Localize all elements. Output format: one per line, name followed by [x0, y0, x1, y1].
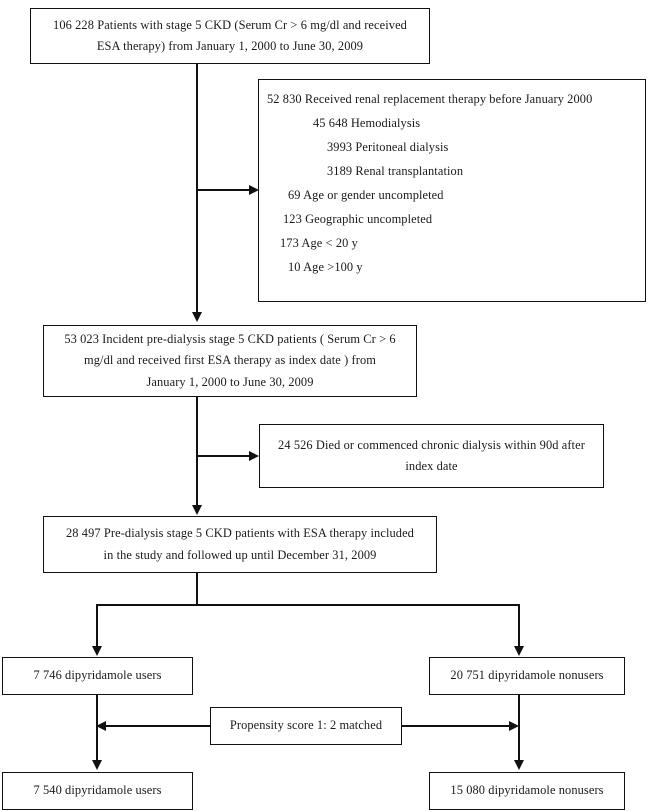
study-cohort-line-2: in the study and followed up until Decem… — [103, 547, 377, 562]
connector-matching-right — [401, 725, 513, 727]
node-study-cohort: 28 497 Pre-dialysis stage 5 CKD patients… — [43, 516, 437, 573]
incident-cohort-line-3: January 1, 2000 to June 30, 2009 — [146, 374, 314, 389]
arrowhead-to-exclusions-second — [249, 451, 259, 461]
exclusion-item: 3993 Peritoneal dialysis — [327, 139, 449, 154]
cohort-source-line-2: ESA therapy) from January 1, 2000 to Jun… — [96, 39, 364, 53]
arrowhead-matching-left — [96, 721, 106, 731]
node-matching-method: Propensity score 1: 2 matched — [210, 707, 402, 745]
node-users-matched: 7 540 dipyridamole users — [2, 772, 193, 810]
connector-to-nonusers-unmatched — [518, 604, 520, 650]
connector-trunk-middle — [196, 397, 198, 509]
exclusion-item: 69 Age or gender uncompleted — [288, 187, 444, 202]
users-matched-label: 7 540 dipyridamole users — [33, 783, 162, 798]
exclusion-item: 123 Geographic uncompleted — [283, 211, 433, 226]
connector-to-exclusions-first — [196, 189, 254, 191]
exclusion-item: 10 Age >100 y — [288, 259, 363, 274]
study-cohort-line-1: 28 497 Pre-dialysis stage 5 CKD patients… — [66, 526, 414, 541]
exclusion-item: 3189 Renal transplantation — [327, 163, 464, 178]
connector-to-users-unmatched — [96, 604, 98, 650]
node-nonusers-matched: 15 080 dipyridamole nonusers — [429, 772, 625, 810]
node-users-unmatched: 7 746 dipyridamole users — [2, 657, 193, 695]
node-incident-cohort: 53 023 Incident pre-dialysis stage 5 CKD… — [43, 325, 417, 397]
exclusions-second-line-2: index date — [405, 459, 458, 473]
node-exclusions-first: 52 830 Received renal replacement therap… — [258, 79, 646, 302]
incident-cohort-line-2: mg/dl and received first ESA therapy as … — [84, 353, 376, 368]
connector-split-stem — [196, 573, 198, 605]
arrowhead-to-nonusers-matched — [514, 760, 524, 770]
arrowhead-to-users-matched — [92, 760, 102, 770]
cohort-source-line-1: 106 228 Patients with stage 5 CKD (Serum… — [53, 17, 407, 32]
node-cohort-source: 106 228 Patients with stage 5 CKD (Serum… — [30, 8, 430, 64]
nonusers-matched-label: 15 080 dipyridamole nonusers — [450, 783, 604, 798]
node-nonusers-unmatched: 20 751 dipyridamole nonusers — [429, 657, 625, 695]
connector-split-bar — [96, 604, 519, 606]
arrowhead-to-incident-cohort — [192, 312, 202, 322]
users-unmatched-label: 7 746 dipyridamole users — [33, 668, 162, 683]
arrowhead-to-exclusions-first — [249, 185, 259, 195]
connector-to-exclusions-second — [196, 455, 254, 457]
connector-matching-left — [101, 725, 211, 727]
arrowhead-matching-right — [509, 721, 519, 731]
exclusion-item: 173 Age < 20 y — [280, 235, 358, 250]
exclusions-second-line-1: 24 526 Died or commenced chronic dialysi… — [278, 437, 585, 452]
exclusion-item: 45 648 Hemodialysis — [313, 115, 421, 130]
arrowhead-to-nonusers-unmatched — [514, 646, 524, 656]
incident-cohort-line-1: 53 023 Incident pre-dialysis stage 5 CKD… — [64, 332, 396, 346]
arrowhead-to-users-unmatched — [92, 646, 102, 656]
matching-method-label: Propensity score 1: 2 matched — [229, 718, 383, 733]
nonusers-unmatched-label: 20 751 dipyridamole nonusers — [450, 668, 604, 683]
exclusion-item: 52 830 Received renal replacement therap… — [267, 92, 593, 106]
node-exclusions-second: 24 526 Died or commenced chronic dialysi… — [259, 424, 604, 488]
arrowhead-to-study-cohort — [192, 505, 202, 515]
